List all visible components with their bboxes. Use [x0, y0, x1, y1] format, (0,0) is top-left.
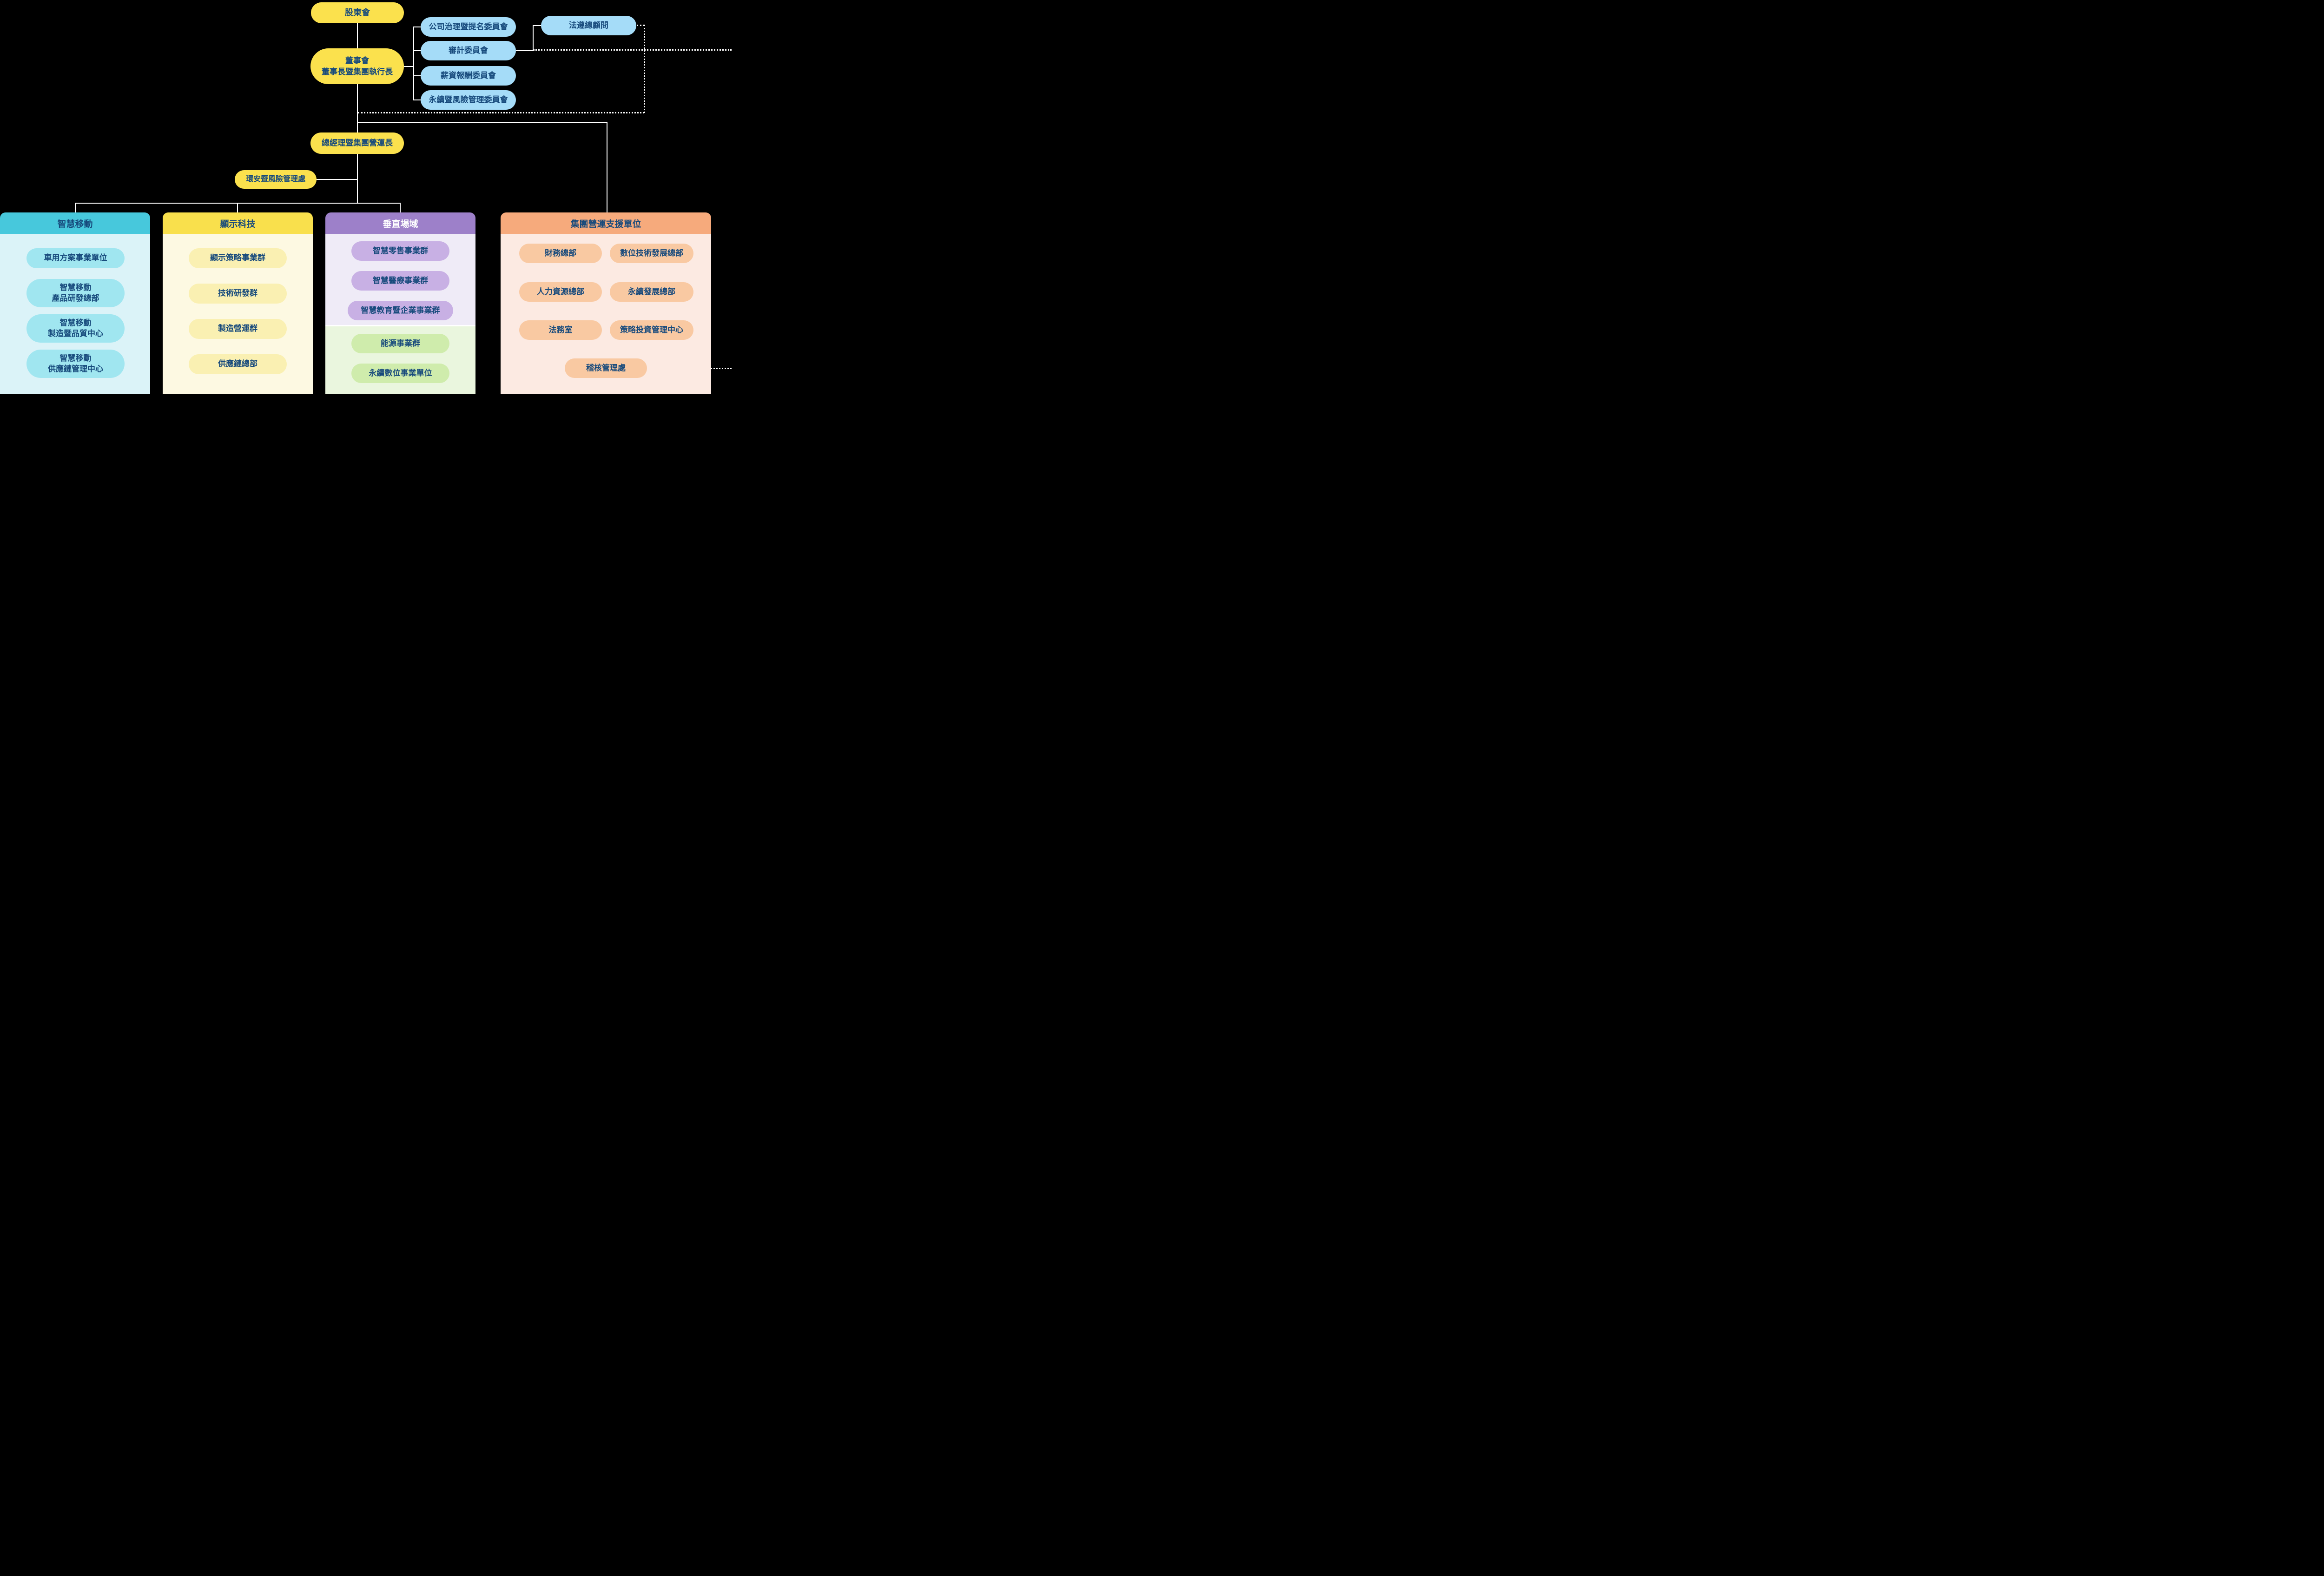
- connector-line: [357, 84, 358, 132]
- dotted-connector-line: [637, 25, 645, 26]
- unit-pill: 智慧零售事業群: [351, 241, 449, 261]
- unit-pill: 永續數位事業單位: [351, 364, 449, 383]
- connector-line: [413, 26, 414, 100]
- unit-pill: 永續發展總部: [610, 282, 693, 302]
- unit-pill: 智慧教育暨企業事業群: [348, 301, 453, 320]
- section-divider-line: [325, 325, 475, 326]
- committee-governance-nomination-box: 公司治理暨提名委員會: [421, 17, 516, 37]
- unit-pill: 能源事業群: [351, 334, 449, 353]
- connector-line: [413, 75, 421, 76]
- unit-pill: 數位技術發展總部: [610, 244, 693, 263]
- unit-pill: 車用方案事業單位: [26, 248, 125, 268]
- committee-sustainability-risk-box: 永續暨風險管理委員會: [421, 90, 516, 110]
- division-header-group-support: 集團營運支援單位: [501, 212, 711, 234]
- unit-pill: 法務室: [519, 320, 602, 340]
- unit-pill: 智慧醫療事業群: [351, 271, 449, 291]
- connector-line: [413, 50, 421, 51]
- connector-line: [413, 26, 421, 27]
- connector-line: [357, 154, 358, 203]
- connector-line: [317, 179, 357, 180]
- connector-line: [75, 203, 76, 212]
- connector-line: [237, 203, 238, 212]
- connector-line: [533, 25, 541, 26]
- connector-line: [533, 26, 534, 51]
- chief-compliance-counsel-box: 法遵總顧問: [541, 16, 636, 35]
- dotted-connector-line: [644, 25, 645, 113]
- unit-pill: 人力資源總部: [519, 282, 602, 302]
- connector-line: [357, 122, 607, 123]
- unit-pill: 稽核管理處: [565, 358, 647, 378]
- unit-pill: 智慧移動 產品研發總部: [26, 279, 125, 307]
- connector-line: [404, 66, 414, 67]
- unit-pill: 技術研發群: [189, 284, 287, 304]
- committee-audit-box: 審計委員會: [421, 41, 516, 60]
- unit-pill: 財務總部: [519, 244, 602, 263]
- org-chart: 股東會 董事會 董事長暨集團執行長 公司治理暨提名委員會 審計委員會 薪資報酬委…: [0, 0, 732, 394]
- ehs-risk-office-box: 環安暨風險管理處: [235, 170, 317, 189]
- unit-pill: 智慧移動 供應鏈管理中心: [26, 350, 125, 378]
- dotted-connector-line: [358, 112, 644, 113]
- connector-line: [357, 23, 358, 48]
- connector-line: [413, 99, 421, 100]
- connector-line: [516, 50, 533, 51]
- division-header-smart-mobility: 智慧移動: [0, 212, 150, 234]
- unit-pill: 策略投資管理中心: [610, 320, 693, 340]
- division-header-display-tech: 顯示科技: [163, 212, 313, 234]
- shareholders-meeting-box: 股東會: [311, 2, 404, 23]
- committee-compensation-box: 薪資報酬委員會: [421, 66, 516, 86]
- unit-pill: 顯示策略事業群: [189, 248, 287, 268]
- dotted-connector-line: [533, 49, 732, 51]
- connector-line: [400, 203, 401, 212]
- unit-pill: 智慧移動 製造暨品質中心: [26, 314, 125, 343]
- unit-pill: 製造營運群: [189, 319, 287, 339]
- unit-pill: 供應鏈總部: [189, 354, 287, 374]
- president-coo-box: 總經理暨集團營運長: [310, 132, 404, 154]
- division-header-vertical-domain: 垂直場域: [325, 212, 475, 234]
- board-of-directors-box: 董事會 董事長暨集團執行長: [310, 48, 404, 84]
